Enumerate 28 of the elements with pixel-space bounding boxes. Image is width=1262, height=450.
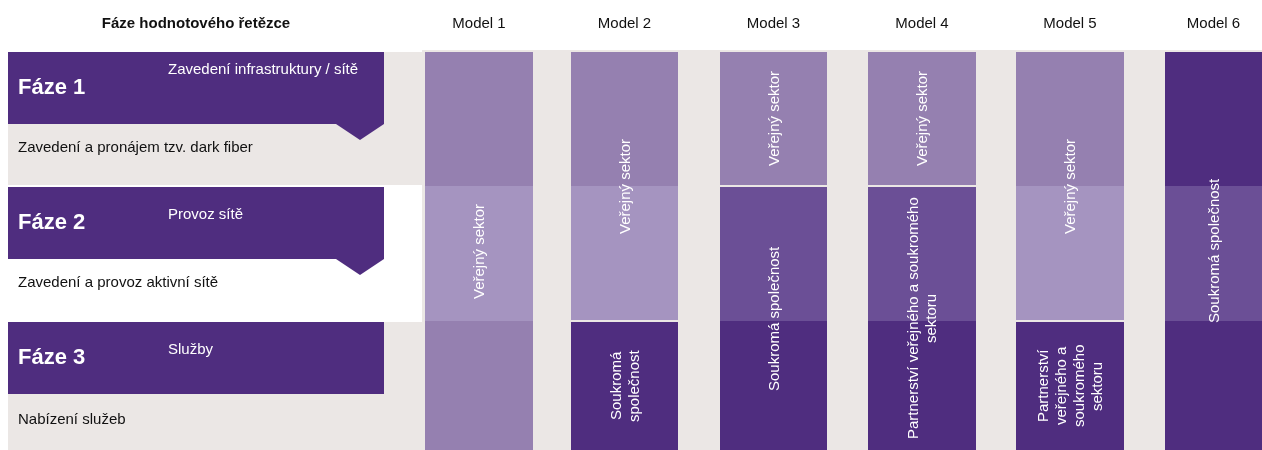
model-cell: Veřejný sektor — [1016, 52, 1124, 320]
model-cell: Veřejný sektor — [571, 52, 678, 320]
model-cell: Soukromá společnost — [571, 322, 678, 450]
model-header: Model 3 — [745, 13, 802, 33]
model-cell: Soukromá společnost — [1165, 52, 1262, 450]
phase-name: Provoz sítě — [168, 205, 245, 223]
phase-row — [8, 322, 422, 450]
phase-number: Fáze 2 — [18, 209, 86, 235]
phase-description: Nabízení služeb — [18, 410, 126, 427]
phase-description: Zavedení a pronájem tzv. dark fiber — [18, 138, 253, 155]
model-cell: Partnerství veřejného a soukromého sektoru — [868, 187, 976, 450]
phase-number: Fáze 1 — [18, 74, 86, 100]
model-header: Model 5 — [1042, 13, 1098, 33]
model-cell: Soukromá společnost — [720, 187, 827, 450]
model-cell: Veřejný sektor — [425, 52, 533, 450]
model-cell: Veřejný sektor — [868, 52, 976, 185]
model-cell: Veřejný sektor — [720, 52, 827, 185]
phase-number: Fáze 3 — [18, 344, 86, 370]
phase-name: Služby — [168, 340, 215, 358]
model-cell: Partnerství veřejného a soukromého sektoru — [1016, 322, 1124, 450]
phase-row — [8, 52, 422, 185]
model-header: Model 2 — [596, 13, 653, 33]
model-header: Model 6 — [1185, 13, 1242, 33]
column-header: Fáze hodnotového řetězce — [100, 13, 292, 33]
phase-description: Zavedení a provoz aktivní sítě — [18, 273, 219, 290]
model-header: Model 4 — [894, 13, 950, 33]
model-header: Model 1 — [451, 13, 507, 33]
phase-name: Zavedení infrastruktury / sítě — [168, 60, 360, 78]
